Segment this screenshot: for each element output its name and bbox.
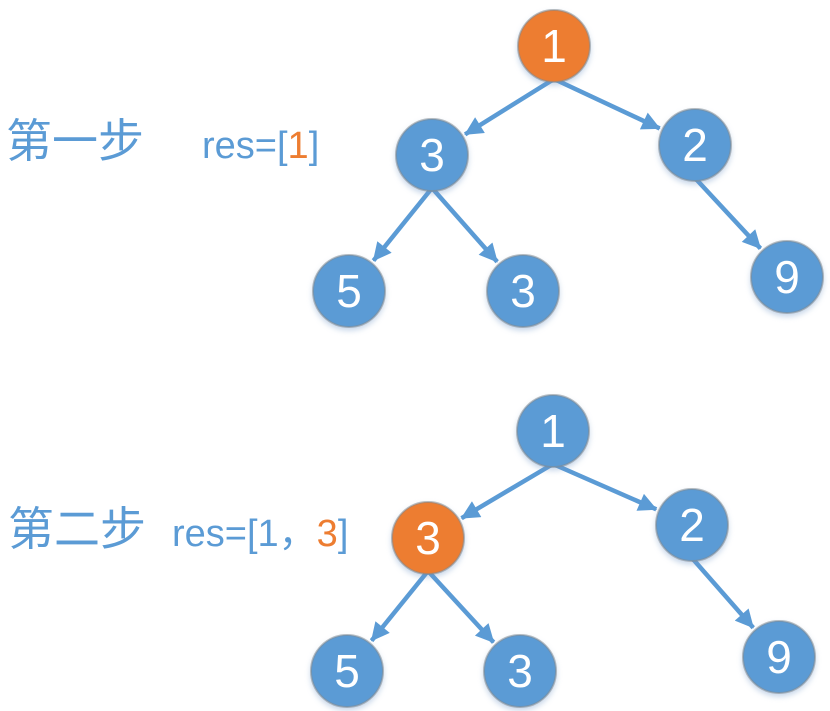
tree-node-3: 3 (395, 118, 469, 192)
tree-node-3-highlighted: 3 (391, 501, 465, 575)
node-value: 2 (679, 499, 705, 551)
node-circle (655, 488, 729, 562)
tree-node-1-highlighted: 1 (517, 9, 591, 83)
node-value: 3 (415, 512, 441, 564)
edge-arrow-root-to-L (460, 462, 555, 521)
tree-node-3: 3 (486, 254, 560, 328)
node-value: 9 (774, 251, 800, 303)
node-circle (486, 254, 560, 328)
node-circle (483, 634, 557, 708)
tree-step-1: 1 3 2 5 3 9 (312, 9, 824, 328)
edge-arrow-root-to-L (463, 77, 556, 137)
step-2-label: 第二步 (8, 503, 146, 555)
tree-node-2: 2 (658, 108, 732, 182)
node-circle (742, 620, 816, 694)
edge-arrow-L-to-LR (430, 186, 499, 264)
result-segment: res=[1， (172, 513, 317, 555)
edge-arrow-L-to-LL (371, 186, 434, 263)
tree-node-1: 1 (516, 394, 590, 468)
tree-node-5: 5 (312, 254, 386, 328)
tree-node-9: 9 (750, 240, 824, 314)
edge-arrow-R-to-RR (693, 176, 763, 250)
node-value: 5 (334, 645, 360, 697)
node-circle (517, 9, 591, 83)
result-segment: ] (308, 125, 320, 167)
node-value: 1 (540, 405, 566, 457)
node-value: 3 (419, 129, 445, 181)
step-1-result: res=[1] (202, 125, 320, 168)
node-value: 5 (336, 265, 362, 317)
node-circle (312, 254, 386, 328)
tree-node-5: 5 (310, 634, 384, 708)
tree-step-2: 1 3 2 5 3 9 (310, 394, 816, 708)
node-value: 9 (766, 631, 792, 683)
step-2-result: res=[1，3] (172, 513, 349, 556)
result-segment: ] (337, 513, 349, 555)
tree-node-9: 9 (742, 620, 816, 694)
edge-arrow-root-to-R (552, 461, 658, 512)
node-circle (310, 634, 384, 708)
node-value: 2 (682, 119, 708, 171)
edge-arrow-R-to-RR (690, 556, 755, 630)
tree-node-2: 2 (655, 488, 729, 562)
result-segment: 1 (287, 125, 309, 167)
edge-arrow-L-to-LR (426, 569, 496, 644)
node-circle (395, 118, 469, 192)
node-circle (658, 108, 732, 182)
step-1-label: 第一步 (6, 115, 144, 167)
node-value: 3 (510, 265, 536, 317)
edge-arrow-root-to-R (553, 76, 661, 131)
node-circle (391, 501, 465, 575)
tree-node-3: 3 (483, 634, 557, 708)
node-circle (516, 394, 590, 468)
node-value: 3 (507, 645, 533, 697)
result-segment: 3 (316, 513, 338, 555)
node-value: 1 (541, 20, 567, 72)
node-circle (750, 240, 824, 314)
result-segment: res=[ (202, 125, 288, 167)
edge-arrow-L-to-LL (369, 569, 430, 643)
